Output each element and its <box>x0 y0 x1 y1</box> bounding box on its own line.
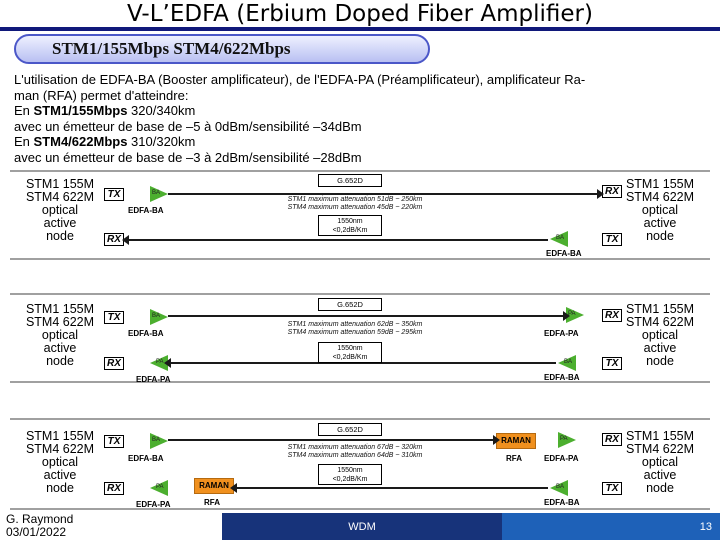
tx-box: TX <box>602 482 622 495</box>
panel-divider <box>10 508 710 510</box>
pa-amplifier-icon <box>566 307 584 323</box>
rx-box: RX <box>602 185 622 198</box>
edfa-ba-label: EDFA-BA <box>544 373 580 382</box>
fiber-spec-box: 1550nm<0,2dB/Km <box>318 464 382 485</box>
rx-box: RX <box>602 433 622 446</box>
panel-divider <box>10 258 710 260</box>
raman-amplifier: RAMAN <box>496 433 536 449</box>
rx-box: RX <box>104 357 124 370</box>
edfa-ba-label: EDFA-BA <box>544 498 580 507</box>
rate-stm1: STM1/155Mbps <box>33 103 128 118</box>
fiber-line <box>168 189 604 199</box>
intro-line-2: man (RFA) permet d'atteindre: <box>14 87 189 103</box>
rate-banner: STM1/155Mbps STM4/622Mbps <box>14 34 430 64</box>
footer-page-area: 13 <box>502 513 720 540</box>
tx-box: TX <box>104 435 124 448</box>
fiber-line <box>230 483 548 493</box>
edfa-pa-label: EDFA-PA <box>136 375 171 384</box>
tx-box: TX <box>602 357 622 370</box>
intro-line-5: En STM4/622Mbps 310/320km <box>14 134 196 149</box>
edfa-ba-label: EDFA-BA <box>546 249 582 258</box>
tx-box: TX <box>104 311 124 324</box>
ba-amplifier-icon <box>558 355 576 371</box>
ba-amplifier-icon <box>150 433 168 449</box>
pa-amplifier-icon <box>150 355 168 371</box>
edfa-ba-label: EDFA-BA <box>128 454 164 463</box>
edfa-pa-label: EDFA-PA <box>544 329 579 338</box>
page-number: 13 <box>699 521 712 533</box>
fiber-line <box>168 435 500 445</box>
ba-amplifier-icon <box>550 231 568 247</box>
panel-divider <box>10 418 710 420</box>
intro-line-6: avec un émetteur de base de –3 à 2dBm/se… <box>14 149 362 165</box>
panel-divider <box>10 170 710 172</box>
fiber-type-label: G.652D <box>318 298 382 311</box>
tx-box: TX <box>602 233 622 246</box>
edfa-pa-label: EDFA-PA <box>136 500 171 509</box>
rfa-label: RFA <box>204 498 220 507</box>
intro-line-3: En STM1/155Mbps 320/340km <box>14 103 196 118</box>
fiber-type-label: G.652D <box>318 174 382 187</box>
footer-author-area: G. Raymond 03/01/2022 <box>0 513 222 540</box>
edfa-ba-label: EDFA-BA <box>128 206 164 215</box>
footer-date: 03/01/2022 <box>6 525 67 539</box>
rx-box: RX <box>104 233 124 246</box>
panel-divider <box>10 381 710 383</box>
edfa-ba-label: EDFA-BA <box>128 329 164 338</box>
edfa-pa-label: EDFA-PA <box>544 454 579 463</box>
intro-line-4: avec un émetteur de base de –5 à 0dBm/se… <box>14 118 362 134</box>
ba-amplifier-icon <box>550 480 568 496</box>
rate-stm4: STM4/622Mbps <box>33 134 128 149</box>
fiber-type-label: G.652D <box>318 423 382 436</box>
rx-box: RX <box>104 482 124 495</box>
ba-amplifier-icon <box>150 309 168 325</box>
pa-amplifier-icon <box>558 432 576 448</box>
intro-text: L'utilisation de EDFA-BA (Booster amplif… <box>14 72 674 165</box>
footer-author: G. Raymond 03/01/2022 <box>6 512 74 539</box>
slide-footer: G. Raymond 03/01/2022 WDM 13 <box>0 513 720 540</box>
ba-amplifier-icon <box>150 186 168 202</box>
slide-title: V-L’EDFA (Erbium Doped Fiber Amplifier) <box>127 1 593 27</box>
intro-line-1: L'utilisation de EDFA-BA (Booster amplif… <box>14 72 586 87</box>
title-rule <box>0 27 720 31</box>
footer-title: WDM <box>348 521 376 533</box>
tx-box: TX <box>104 188 124 201</box>
fiber-line <box>122 235 548 245</box>
pa-amplifier-icon <box>150 480 168 496</box>
fiber-spec-box: 1550nm<0,2dB/Km <box>318 215 382 236</box>
fiber-line <box>168 311 570 321</box>
panel-divider <box>10 293 710 295</box>
rfa-label: RFA <box>506 454 522 463</box>
fiber-spec-box: 1550nm<0,2dB/Km <box>318 342 382 363</box>
rx-box: RX <box>602 309 622 322</box>
raman-amplifier: RAMAN <box>194 478 234 494</box>
fiber-line <box>164 358 556 368</box>
footer-title-area: WDM <box>222 513 502 540</box>
